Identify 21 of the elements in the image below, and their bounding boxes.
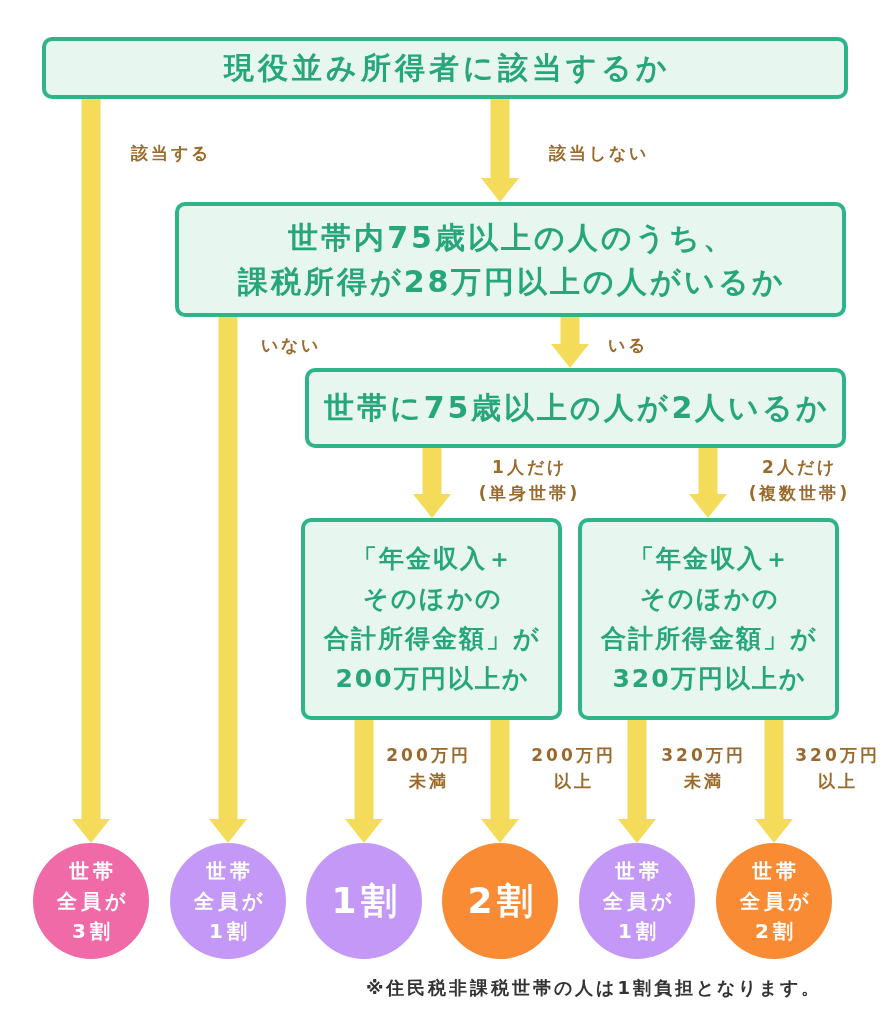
arrow xyxy=(481,99,519,202)
arrow xyxy=(755,720,793,843)
decision-box: 世帯に75歳以上の人が2人いるか xyxy=(305,368,846,448)
arrow xyxy=(413,448,451,518)
arrow xyxy=(209,317,247,843)
arrow xyxy=(72,99,110,843)
decision-box: 「年金収入＋そのほかの合計所得金額」が320万円以上か xyxy=(578,518,839,720)
decision-box: 現役並み所得者に該当するか xyxy=(42,37,848,99)
result-circle: 世帯全員が2割 xyxy=(716,843,832,959)
arrow xyxy=(689,448,727,518)
result-circle: 世帯全員が1割 xyxy=(170,843,286,959)
arrow xyxy=(481,720,519,843)
arrow xyxy=(551,317,589,368)
result-circle: 世帯全員が3割 xyxy=(33,843,149,959)
result-circle: 1割 xyxy=(306,843,422,959)
arrow xyxy=(345,720,383,843)
result-circle: 2割 xyxy=(442,843,558,959)
result-circle: 世帯全員が1割 xyxy=(579,843,695,959)
decision-box: 世帯内75歳以上の人のうち、課税所得が28万円以上の人がいるか xyxy=(175,202,846,317)
decision-box: 「年金収入＋そのほかの合計所得金額」が200万円以上か xyxy=(301,518,562,720)
arrow xyxy=(618,720,656,843)
